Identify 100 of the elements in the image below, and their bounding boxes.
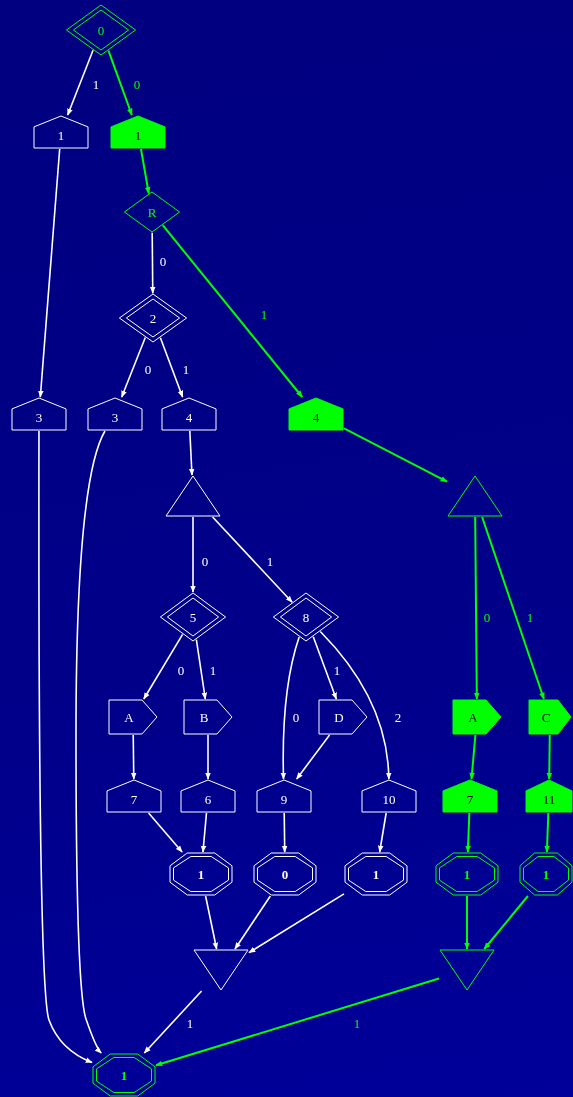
node-label: 4 [312,410,320,424]
double-diamond-node [118,293,188,343]
arrow [38,430,93,1064]
node-label: 2 [149,311,157,325]
arrow [377,812,387,853]
house-node [361,779,417,813]
pentagon-node [528,699,572,735]
node-label: 6 [204,792,212,806]
arrow [190,516,196,593]
arrow [546,734,553,780]
double-octagon-node [435,852,499,896]
node-label: 1 [134,128,142,142]
diamond-node [123,191,181,233]
arrow [474,516,480,700]
house-node [161,397,217,431]
arrow [281,812,288,853]
edge-label: 0 [292,710,300,724]
arrow [211,516,293,603]
node-label: 1 [463,867,471,881]
house-node [106,779,162,813]
inverted-triangle-node [193,949,249,991]
edge-label: 2 [394,710,402,724]
node-label: A [124,710,134,724]
arrow [195,638,208,700]
arrow [312,635,338,700]
arrow [544,812,550,853]
house-node [442,779,498,813]
arrow [159,336,184,398]
arrow [204,895,219,950]
edge-label: 1 [260,307,268,321]
pentagon-node [452,699,502,735]
arrow [130,734,137,780]
double-diamond-node [159,592,227,642]
house-node [180,779,236,813]
node-label: 3 [111,410,119,424]
node-label: 3 [35,410,43,424]
arrow [120,336,147,398]
arrow [38,148,61,398]
edge-label: 0 [483,610,491,624]
arrow [343,427,448,483]
triangle-node [447,475,503,517]
double-octagon-node [169,852,233,896]
arrow [107,49,133,116]
node-label: 11 [542,792,556,806]
edge-label: 0 [177,663,185,677]
double-octagon-node [92,1053,156,1097]
node-label: 5 [189,610,197,624]
arrow [483,895,529,950]
edge-label: 1 [92,77,100,91]
arrow [66,49,94,116]
double-octagon-node [253,852,317,896]
arrow [481,516,545,700]
double-diamond-node [65,4,137,56]
arrow [143,633,184,700]
edge-label: 1 [353,1016,361,1030]
arrow [465,812,471,853]
edge-label: 0 [133,77,141,91]
node-label: 0 [281,867,289,881]
arrow [140,148,151,195]
edge-label: 1 [526,610,534,624]
double-diamond-node [272,592,340,642]
house-node [110,115,166,149]
house-node [87,397,143,431]
node-label: 9 [280,792,288,806]
edge-label: 1 [266,554,274,568]
house-node [256,779,312,813]
node-label: 8 [302,610,310,624]
edge-label: 0 [201,554,209,568]
edge-label: 1 [186,1016,194,1030]
node-label: R [147,205,157,219]
node-label: B [199,710,209,724]
arrow [200,812,208,853]
arrow [155,977,440,1067]
node-label: 1 [57,128,65,142]
house-node [288,397,344,431]
node-label: C [541,710,551,724]
edge-label: 0 [144,362,152,376]
node-label: 10 [382,792,396,806]
node-label: 1 [197,867,205,881]
arrow [161,224,304,398]
edge-label: 0 [159,254,167,268]
node-label: 7 [130,792,138,806]
house-node [525,779,573,813]
arrow [149,232,156,294]
arrow [469,734,477,780]
arrow [147,812,183,853]
arrow [248,893,345,954]
pentagon-node [108,699,158,735]
inverted-triangle-node [439,949,495,991]
node-label: 4 [185,410,193,424]
arrow [280,636,300,780]
house-node [11,397,67,431]
node-label: 7 [466,792,474,806]
node-label: A [468,710,478,724]
edge-label: 1 [209,663,217,677]
arrow [319,630,392,780]
arrow [75,430,106,1054]
arrow [234,895,272,950]
pentagon-node [318,699,368,735]
arrow [143,990,203,1054]
